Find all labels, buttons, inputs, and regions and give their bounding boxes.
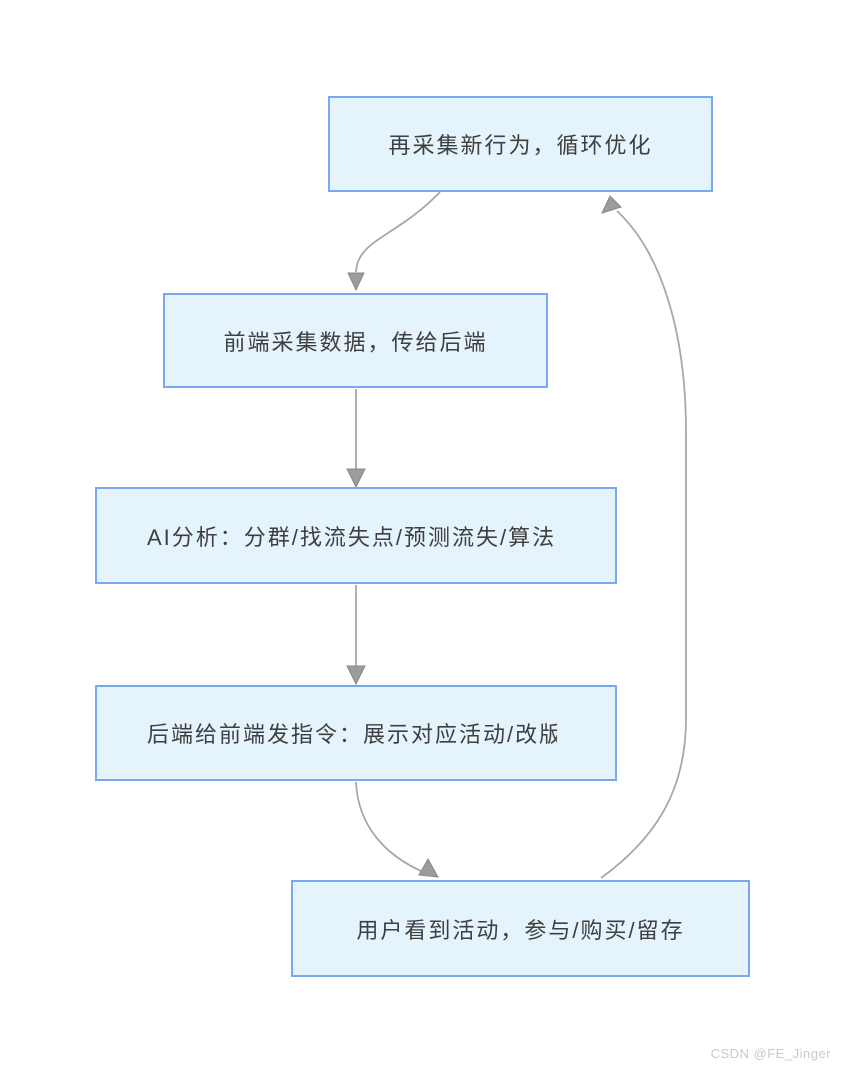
node-label: 前端采集数据，传给后端 xyxy=(223,329,488,355)
node-label: AI分析：分群/找流失点/预测流失/算法 xyxy=(147,524,557,550)
watermark: CSDN @FE_Jinger xyxy=(710,1046,831,1061)
edge-backend-to-user xyxy=(355,781,422,872)
flow-node-user-engage[interactable]: 用户看到活动，参与/购买/留存 xyxy=(291,880,750,977)
node-label: 后端给前端发指令：展示对应活动/改版 xyxy=(147,722,557,747)
flow-node-frontend-collect[interactable]: 前端采集数据，传给后端 xyxy=(163,293,548,388)
node-label: 再采集新行为，循环优化 xyxy=(388,133,653,158)
arrowhead-to-ai-analyze xyxy=(346,468,366,489)
arrowhead-to-frontend-collect xyxy=(347,272,365,292)
flow-node-recollect-behavior[interactable]: 再采集新行为，循环优化 xyxy=(328,96,713,192)
arrowhead-to-recollect-behavior xyxy=(601,195,622,214)
arrowhead-to-backend-command xyxy=(346,665,366,686)
node-label: 用户看到活动，参与/购买/留存 xyxy=(356,917,685,943)
flow-node-ai-analyze[interactable]: AI分析：分群/找流失点/预测流失/算法 xyxy=(95,487,617,584)
flow-node-backend-command[interactable]: 后端给前端发指令：展示对应活动/改版 xyxy=(95,685,617,781)
edge-recollect-to-frontend xyxy=(355,191,441,273)
arrowhead-to-user-engage xyxy=(418,857,439,878)
